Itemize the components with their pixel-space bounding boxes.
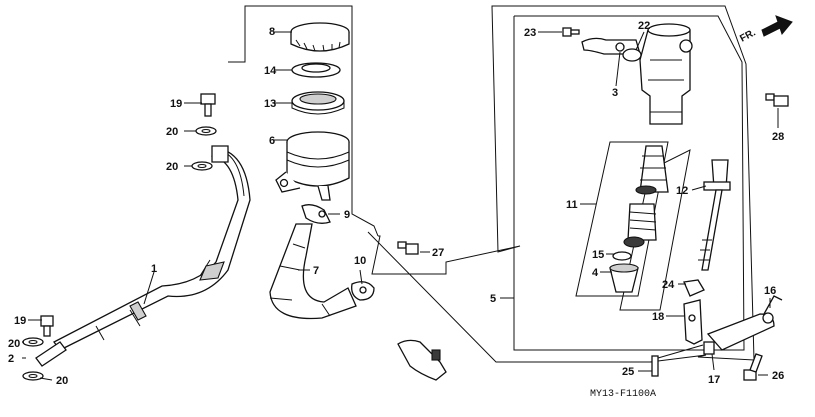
callout-2: 2 bbox=[8, 353, 14, 365]
lock-nut bbox=[683, 279, 705, 297]
sealing-washer-1 bbox=[195, 126, 217, 136]
callout-10: 10 bbox=[354, 255, 366, 267]
mounting-bolt-upper bbox=[765, 93, 789, 107]
screw bbox=[562, 27, 580, 37]
sealing-washer-4 bbox=[22, 371, 44, 381]
brake-hose bbox=[35, 145, 251, 367]
mounting-bolt-reservoir bbox=[397, 241, 419, 255]
callout-25: 25 bbox=[622, 366, 634, 378]
callout-28: 28 bbox=[772, 131, 784, 143]
callout-16: 16 bbox=[764, 285, 776, 297]
callout-18: 18 bbox=[652, 311, 664, 323]
callout-23: 23 bbox=[524, 27, 536, 39]
piston-kit bbox=[623, 145, 669, 248]
callout-15: 15 bbox=[592, 249, 604, 261]
push-rod bbox=[698, 159, 731, 271]
front-direction-marker: FR. bbox=[738, 15, 793, 45]
callout-19-upper: 19 bbox=[170, 98, 182, 110]
callout-11: 11 bbox=[566, 199, 578, 211]
callout-6: 6 bbox=[269, 135, 275, 147]
master-cylinder-body bbox=[581, 23, 693, 125]
callout-19-lower: 19 bbox=[14, 315, 26, 327]
callout-20-b: 20 bbox=[166, 161, 178, 173]
hose-clip-lower bbox=[351, 281, 375, 301]
joint-pin bbox=[651, 355, 659, 377]
push-rod-boot bbox=[609, 263, 639, 293]
callout-4: 4 bbox=[592, 267, 599, 279]
master-cylinder-group-outline bbox=[367, 5, 755, 363]
reservoir-diaphragm bbox=[291, 91, 345, 115]
callout-8: 8 bbox=[269, 26, 275, 38]
callout-12: 12 bbox=[676, 185, 688, 197]
callout-26: 26 bbox=[772, 370, 784, 382]
hose-bracket bbox=[397, 339, 447, 381]
reservoir-cap bbox=[290, 22, 350, 52]
callout-20-d: 20 bbox=[56, 375, 68, 387]
callout-3: 3 bbox=[612, 87, 618, 99]
reservoir-group-outline bbox=[228, 5, 379, 237]
cotter-pin bbox=[703, 341, 715, 355]
piston-cup bbox=[612, 251, 632, 261]
banjo-bolt-upper bbox=[200, 93, 216, 117]
callout-14: 14 bbox=[264, 65, 277, 77]
push-rod-joint bbox=[683, 299, 703, 345]
callout-17: 17 bbox=[708, 374, 720, 386]
mounting-bolt-lower bbox=[743, 353, 763, 381]
callout-labels: 1 8 14 13 6 9 7 10 19 20 20 19 20 2 20 2… bbox=[8, 20, 784, 387]
reservoir-plate bbox=[291, 62, 341, 78]
leader-lines bbox=[22, 31, 779, 381]
callout-9: 9 bbox=[344, 209, 350, 221]
callout-20-a: 20 bbox=[166, 126, 178, 138]
o-ring bbox=[622, 48, 642, 62]
fluid-reservoir bbox=[275, 131, 350, 201]
callout-13: 13 bbox=[264, 98, 276, 110]
sealing-washer-3 bbox=[22, 337, 44, 347]
callout-27: 27 bbox=[432, 247, 444, 259]
hose-clip bbox=[301, 204, 331, 224]
callout-20-c: 20 bbox=[8, 338, 20, 350]
callout-1: 1 bbox=[151, 263, 157, 275]
callout-24: 24 bbox=[662, 279, 675, 291]
callout-7: 7 bbox=[313, 265, 319, 277]
front-arrow-icon bbox=[761, 15, 793, 37]
callout-22: 22 bbox=[638, 20, 650, 32]
banjo-bolt-lower bbox=[40, 315, 54, 337]
figure-code: MY13-F1100A bbox=[590, 389, 656, 400]
reservoir-hose bbox=[269, 223, 357, 320]
fr-label: FR. bbox=[738, 27, 758, 44]
bottom-frame-lines bbox=[500, 344, 704, 363]
sealing-washer-2 bbox=[191, 161, 213, 171]
callout-5: 5 bbox=[490, 293, 496, 305]
brake-pedal-pivot bbox=[706, 295, 783, 351]
